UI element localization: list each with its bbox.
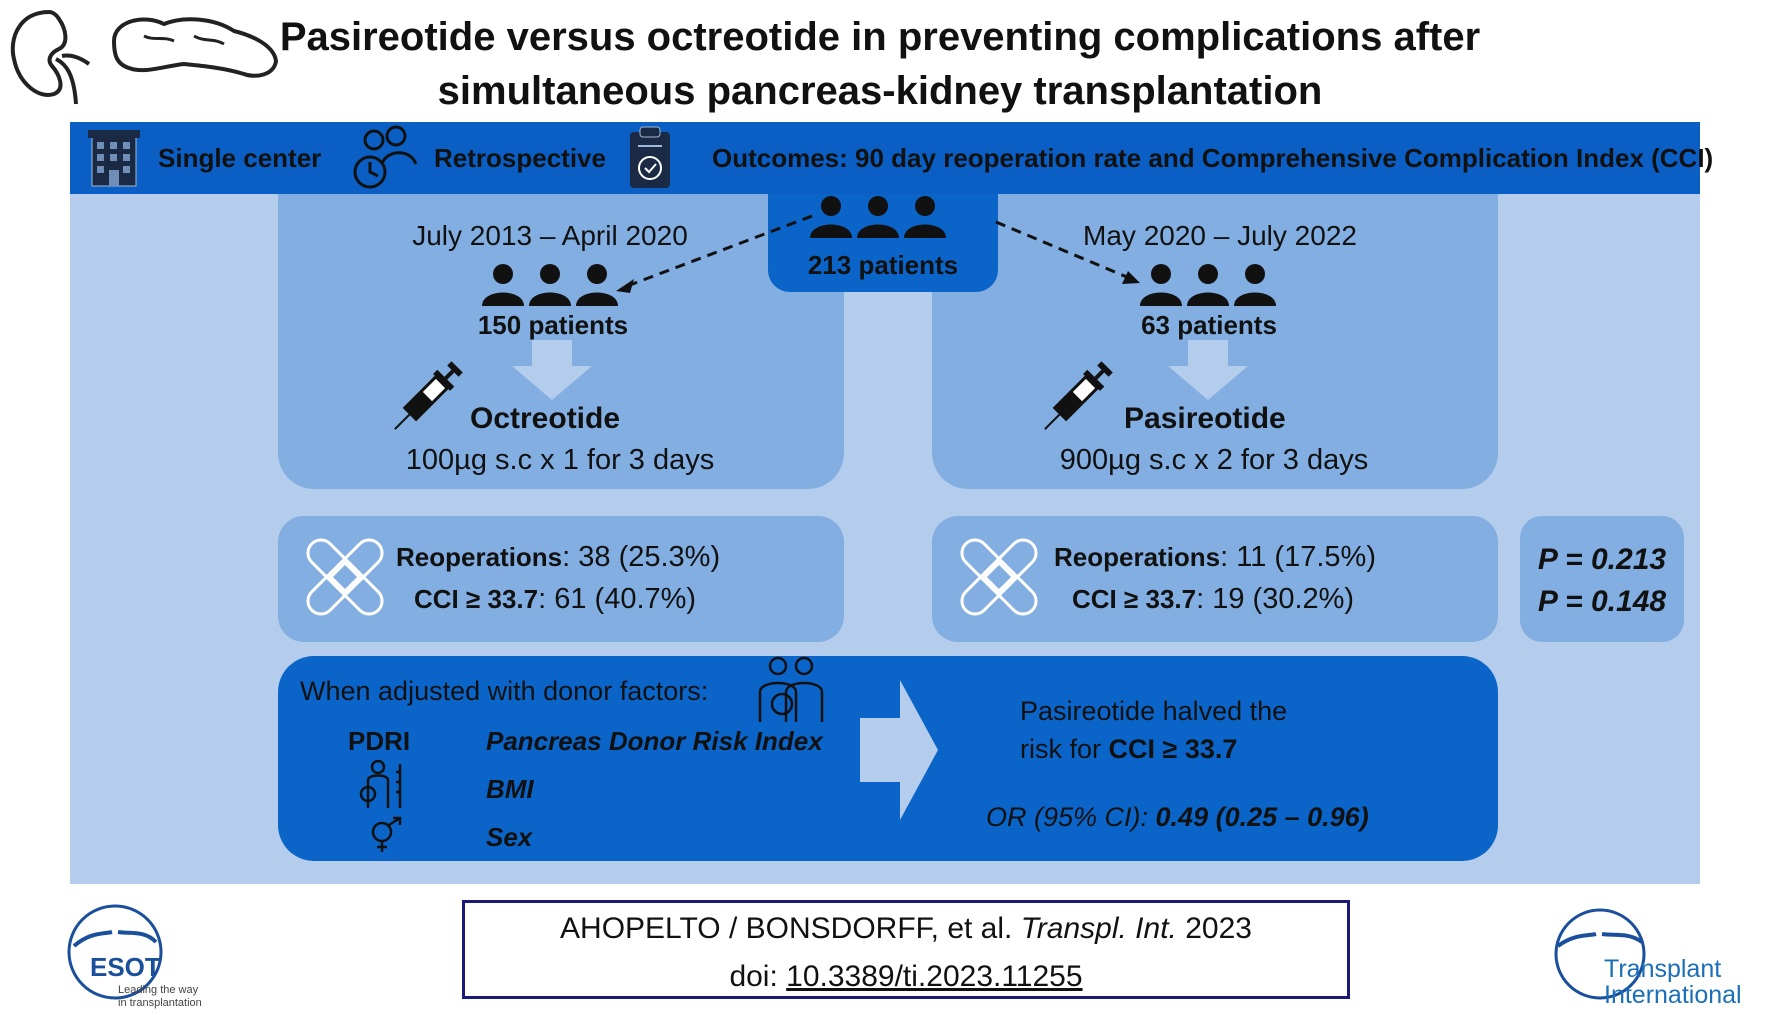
people-icon-octreotide (482, 264, 618, 306)
design-retrospective: Retrospective (434, 143, 606, 173)
pdri-full: Pancreas Donor Risk Index (486, 726, 823, 756)
kidney-icon (10, 9, 91, 105)
pasireotide-stats: Reoperations: 11 (17.5%) CCI ≥ 33.7: 19 … (1054, 536, 1376, 620)
sex-label: Sex (486, 822, 533, 852)
esot-logo-text: ESOT (90, 952, 161, 982)
pasireotide-drug: Pasireotide (1124, 402, 1286, 435)
pasireotide-period: May 2020 – July 2022 (1083, 220, 1357, 251)
result-cci: CCI ≥ 33.7 (1108, 734, 1238, 764)
transplant-international-text: Transplant International (1604, 956, 1742, 1008)
esot-logo-icon (67, 904, 163, 1000)
doi-label: doi: (729, 960, 787, 993)
people-icon-total (810, 196, 946, 238)
down-arrow-octreotide (512, 340, 592, 400)
transplant-international-logo-icon (1554, 908, 1646, 1000)
bandage-icon (960, 538, 1038, 616)
cci-label: CCI ≥ 33.7 (1072, 584, 1197, 614)
study-design-band (70, 122, 1700, 194)
clipboard-icon (630, 126, 670, 188)
clock-people-icon (353, 125, 418, 189)
doctors-icon (758, 656, 824, 722)
pasireotide-reop-value: : 11 (17.5%) (1220, 541, 1376, 573)
result-line-1: Pasireotide halved the (1020, 696, 1288, 726)
p-value-reoperations: P = 0.213 (1537, 543, 1667, 576)
bmi-label: BMI (486, 774, 534, 804)
design-single-center: Single center (158, 143, 322, 173)
total-patients-label: 213 patients (807, 250, 959, 280)
page-title: Pasireotide versus octreotide in prevent… (230, 10, 1530, 118)
esot-tagline-1: Leading the way (118, 984, 199, 996)
pvalues-panel (1520, 516, 1684, 642)
building-icon (88, 130, 140, 187)
outcomes-text: Outcomes: 90 day reoperation rate and Co… (712, 143, 1714, 173)
ti-logo-line-1: Transplant (1604, 955, 1722, 983)
octreotide-patients: 150 patients (477, 310, 629, 340)
octreotide-results-panel (278, 516, 844, 642)
pancreas-icon (111, 17, 279, 78)
doi-link[interactable]: 10.3389/ti.2023.11255 (786, 960, 1083, 993)
title-line-2: simultaneous pancreas-kidney transplanta… (437, 69, 1323, 113)
pasireotide-results-panel (932, 516, 1498, 642)
citation-box: AHOPELTO / BONSDORFF, et al. Transpl. In… (462, 900, 1350, 999)
citation-authors: AHOPELTO / BONSDORFF, et al. (560, 912, 1021, 945)
octreotide-stats: Reoperations: 38 (25.3%) CCI ≥ 33.7: 61 … (396, 536, 720, 620)
people-icon-pasireotide (1140, 264, 1276, 306)
octreotide-drug: Octreotide (470, 402, 621, 435)
sex-symbol-icon (371, 816, 402, 852)
esot-tagline: Leading the way in transplantation (118, 984, 202, 1010)
title-line-1: Pasireotide versus octreotide in prevent… (279, 15, 1481, 59)
odds-ratio: OR (95% CI): 0.49 (0.25 – 0.96) (986, 802, 1369, 833)
or-value: 0.49 (0.25 – 0.96) (1155, 802, 1369, 832)
right-arrow-icon (860, 680, 938, 820)
ti-logo-line-2: International (1604, 981, 1742, 1009)
pasireotide-cci-value: : 19 (30.2%) (1196, 583, 1355, 615)
citation-journal: Transpl. Int. (1020, 912, 1177, 945)
reoperations-label: Reoperations (396, 542, 563, 572)
bandage-icon (306, 538, 384, 616)
result-line-2: risk for (1020, 734, 1109, 764)
pvalues: P = 0.213 P = 0.148 (1520, 539, 1684, 623)
citation-year: 2023 (1176, 912, 1252, 945)
syringe-icon (1044, 361, 1113, 430)
esot-tagline-2: in transplantation (118, 997, 202, 1009)
bmi-person-icon (359, 760, 402, 808)
pasireotide-dose: 900µg s.c x 2 for 3 days (1059, 444, 1369, 476)
p-value-cci: P = 0.148 (1537, 585, 1667, 618)
adjusted-heading: When adjusted with donor factors: (300, 676, 709, 706)
or-label: OR (95% CI): (986, 802, 1156, 832)
split-arrows (616, 214, 1140, 293)
adjusted-result: Pasireotide halved the risk for CCI ≥ 33… (1020, 692, 1287, 768)
octreotide-reop-value: : 38 (25.3%) (562, 541, 721, 573)
cci-label: CCI ≥ 33.7 (414, 584, 539, 614)
reoperations-label: Reoperations (1054, 542, 1221, 572)
octreotide-cci-value: : 61 (40.7%) (538, 583, 697, 615)
down-arrow-pasireotide (1168, 340, 1248, 400)
syringe-icon (394, 361, 463, 430)
octreotide-period: July 2013 – April 2020 (412, 220, 688, 251)
pasireotide-patients: 63 patients (1141, 310, 1277, 340)
pdri-abbr: PDRI (348, 726, 411, 756)
octreotide-dose: 100µg s.c x 1 for 3 days (405, 444, 715, 476)
